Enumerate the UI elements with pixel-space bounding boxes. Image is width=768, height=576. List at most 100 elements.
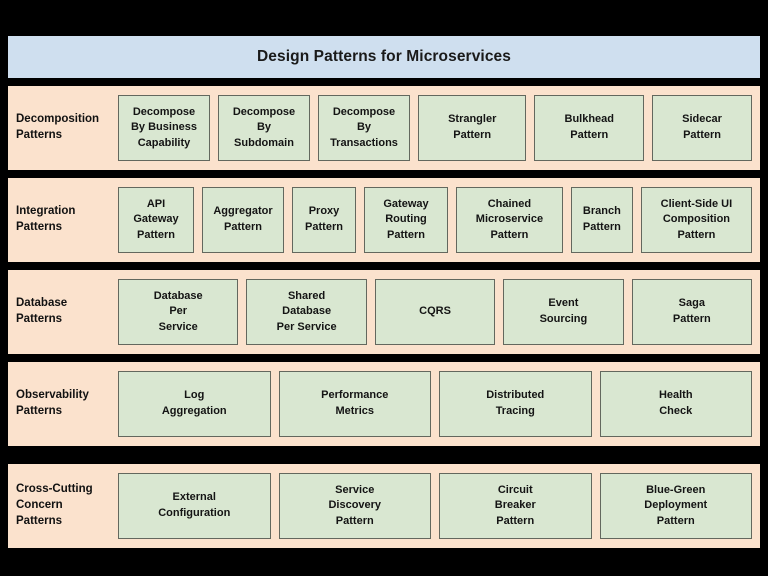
pattern-box-label-line: Composition: [662, 213, 731, 226]
pattern-box-label-line: Strangler: [448, 113, 497, 126]
pattern-box-label-line: Pattern: [677, 228, 716, 241]
pattern-box-label-line: Service: [335, 483, 375, 496]
pattern-box-label-line: Log: [184, 389, 205, 402]
pattern-box-label-line: Pattern: [224, 221, 262, 233]
pattern-box-label-line: By: [356, 121, 372, 134]
pattern-box-label-line: Bulkhead: [564, 113, 615, 126]
pattern-box-label-line: Shared: [287, 289, 326, 302]
pattern-box-label-line: Circuit: [497, 483, 533, 496]
pattern-box[interactable]: CQRS: [374, 279, 496, 345]
label-line: Cross-Cutting: [16, 483, 93, 496]
pattern-box-label-line: Pattern: [570, 129, 609, 141]
label-line: Database: [16, 297, 68, 310]
label-line: Patterns: [16, 514, 63, 527]
pattern-box-label-line: Discovery: [328, 499, 382, 512]
label-line: Decomposition: [16, 113, 100, 126]
pattern-box-label-line: Metrics: [335, 405, 374, 417]
pattern-box-label-line: Chained: [487, 197, 532, 210]
label-line: Patterns: [16, 405, 63, 417]
pattern-box-label-line: Breaker: [494, 499, 536, 512]
label-line: Patterns: [16, 129, 63, 141]
pattern-box-label-line: Tracing: [495, 405, 535, 417]
pattern-box-label-line: Per: [169, 305, 188, 318]
pattern-box-label-line: Pattern: [582, 221, 621, 233]
diagram-title-bar: Design Patterns for Microservices: [8, 36, 760, 78]
pattern-box-label-line: Performance: [321, 389, 389, 402]
pattern-box-label-line: Saga: [678, 297, 705, 310]
pattern-box-label-line: Decompose: [132, 105, 196, 118]
pattern-box-label-line: Client-Side UI: [660, 197, 733, 210]
label-line: Patterns: [16, 221, 63, 233]
pattern-box-label-line: Pattern: [453, 129, 492, 141]
label-line: Concern: [16, 499, 63, 512]
pattern-box-label-line: Branch: [582, 205, 621, 218]
pattern-box-label-line: Sidecar: [682, 113, 722, 126]
pattern-box-label-line: Deployment: [644, 499, 708, 512]
pattern-box-label-line: Blue-Green: [646, 483, 706, 496]
pattern-box-label-line: Database: [282, 305, 332, 318]
pattern-box-label-line: Pattern: [387, 228, 425, 241]
pattern-box-label-line: Gateway: [133, 213, 179, 226]
pattern-box-label-line: Pattern: [683, 129, 721, 141]
pattern-box-label-line: Health: [658, 389, 693, 402]
pattern-box-label-line: Check: [659, 405, 693, 417]
pattern-box-label-line: External: [172, 491, 216, 504]
pattern-box-label-line: Aggregation: [161, 405, 227, 417]
label-line: Patterns: [16, 313, 63, 325]
